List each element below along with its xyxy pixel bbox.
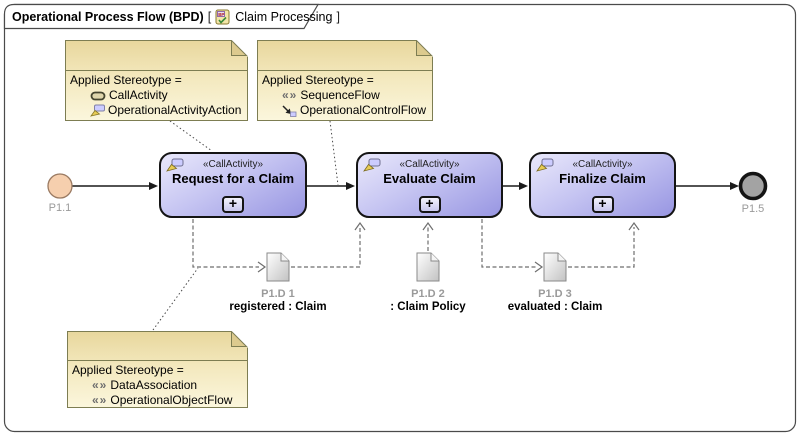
stereotype-label: DataAssociation	[110, 378, 198, 392]
data-object-pd2[interactable]: P1.D 2 : Claim Policy	[373, 252, 483, 313]
stereotype-guillemets-icon: «»	[92, 393, 108, 407]
open-arrowhead-icon	[257, 261, 267, 273]
note-header: Applied Stereotype =	[72, 363, 184, 377]
diagram-context-name: Claim Processing	[235, 9, 333, 24]
svg-text:BP: BP	[218, 12, 224, 17]
operational-activity-action-icon	[166, 158, 184, 172]
data-association-flows[interactable]	[192, 219, 635, 268]
object-flow-evaluate-to-pd3[interactable]	[481, 219, 536, 268]
object-flow-request-to-pd1[interactable]	[192, 219, 259, 268]
activity-name: Request for a Claim	[171, 171, 295, 186]
data-object-name: registered : Claim	[229, 301, 327, 313]
sequence-flow-arrowheads	[149, 182, 739, 190]
note-anchor-dataassociation	[152, 267, 199, 331]
end-event-label: P1.5	[741, 203, 765, 215]
start-event-label: P1.1	[48, 202, 72, 214]
operational-control-flow-icon	[282, 104, 297, 117]
diagram-title-tab	[3, 3, 320, 30]
subprocess-expand-button[interactable]: +	[418, 196, 441, 213]
data-object-icon	[266, 252, 290, 282]
stereotype-label: OperationalControlFlow	[300, 103, 427, 117]
activity-stereotype: «CallActivity»	[572, 159, 633, 170]
open-arrowhead-icon	[628, 221, 640, 231]
arrowhead-icon	[730, 182, 739, 190]
folded-corner-icon	[231, 331, 248, 348]
activity-request-for-a-claim[interactable]: «CallActivity» Request for a Claim +	[159, 152, 307, 218]
stereotype-label: OperationalActivityAction	[108, 103, 242, 117]
activity-evaluate-claim[interactable]: «CallActivity» Evaluate Claim +	[356, 152, 503, 218]
note-anchor-sequenceflow	[329, 120, 339, 186]
stereotype-label: SequenceFlow	[300, 88, 380, 102]
diagram-title-text: Operational Process Flow (BPD)	[12, 9, 204, 24]
note-anchor-lines	[152, 120, 339, 331]
folded-corner-icon	[416, 40, 433, 57]
start-event-circle[interactable]	[47, 173, 73, 199]
object-flow-pd1-to-evaluate[interactable]	[291, 227, 361, 268]
arrowhead-icon	[519, 182, 528, 190]
open-arrowhead-icon	[354, 221, 366, 231]
activity-name: Evaluate Claim	[383, 171, 476, 186]
title-bracket-close: ]	[336, 9, 340, 24]
data-object-name: : Claim Policy	[390, 301, 466, 313]
stereotype-guillemets-icon: «»	[282, 88, 298, 102]
note-blank-area	[258, 41, 432, 71]
note-dataassociation-stereotypes[interactable]: Applied Stereotype = «» DataAssociation …	[67, 331, 248, 408]
note-anchor-callactivity	[169, 120, 213, 152]
diagram-title: Operational Process Flow (BPD) [ BP Clai…	[12, 8, 340, 25]
activity-stereotype: «CallActivity»	[202, 159, 264, 170]
open-arrowhead-icon	[534, 261, 544, 273]
data-object-id: P1.D 2	[411, 288, 445, 300]
operational-activity-action-icon	[363, 158, 381, 172]
operational-activity-action-icon	[536, 158, 554, 172]
data-object-pd3[interactable]: P1.D 3 evaluated : Claim	[500, 252, 610, 313]
stereotype-label: CallActivity	[109, 88, 168, 102]
note-blank-area	[68, 332, 247, 361]
data-object-pd1[interactable]: P1.D 1 registered : Claim	[223, 252, 333, 313]
data-object-id: P1.D 1	[261, 288, 295, 300]
title-bracket-open: [	[207, 9, 212, 24]
operational-activity-action-icon	[90, 104, 105, 117]
folded-corner-icon	[231, 40, 248, 57]
note-blank-area	[66, 41, 247, 71]
data-object-icon	[543, 252, 567, 282]
end-event-circle[interactable]	[738, 171, 768, 201]
data-object-id: P1.D 3	[538, 288, 572, 300]
activity-name: Finalize Claim	[559, 171, 646, 186]
data-object-name: evaluated : Claim	[507, 301, 603, 313]
bpd-diagram-icon: BP	[215, 9, 230, 24]
object-flow-pd3-to-finalize[interactable]	[568, 227, 635, 268]
note-header: Applied Stereotype =	[70, 73, 182, 87]
data-flow-arrowheads	[257, 221, 640, 273]
subprocess-expand-button[interactable]: +	[591, 196, 614, 213]
call-activity-icon	[90, 91, 106, 100]
data-object-icon	[416, 252, 440, 282]
activity-finalize-claim[interactable]: «CallActivity» Finalize Claim +	[529, 152, 676, 218]
note-header: Applied Stereotype =	[262, 73, 374, 87]
stereotype-label: OperationalObjectFlow	[110, 393, 233, 407]
note-callactivity-stereotypes[interactable]: Applied Stereotype = CallActivity Operat…	[65, 40, 248, 121]
arrowhead-icon	[346, 182, 355, 190]
subprocess-expand-button[interactable]: +	[222, 196, 244, 213]
open-arrowhead-icon	[422, 221, 434, 231]
arrowhead-icon	[149, 182, 158, 190]
note-sequenceflow-stereotypes[interactable]: Applied Stereotype = «» SequenceFlow Ope…	[257, 40, 433, 121]
stereotype-guillemets-icon: «»	[92, 378, 108, 392]
activity-stereotype: «CallActivity»	[399, 159, 460, 170]
